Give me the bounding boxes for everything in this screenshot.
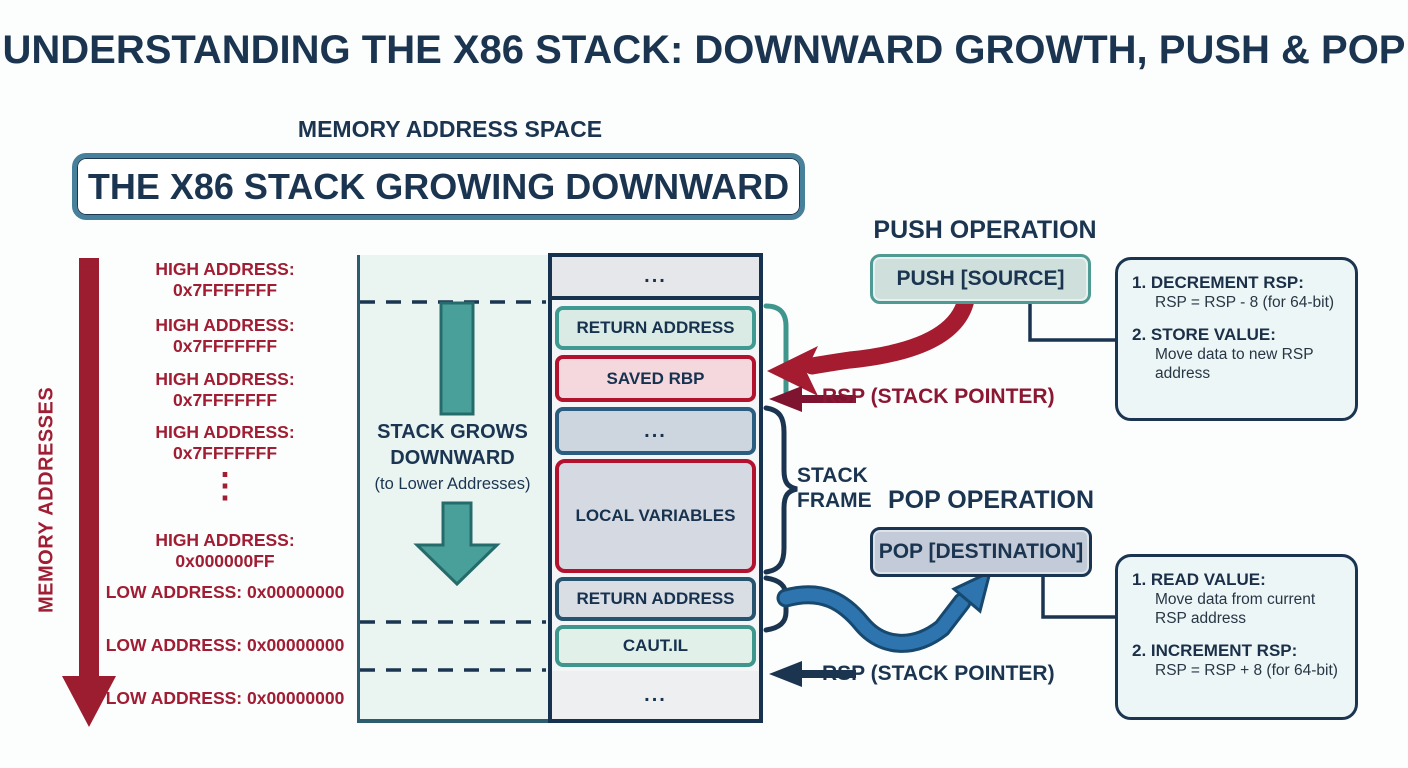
address-label: HIGH ADDRESS: 0x7FFFFFFF	[155, 369, 295, 410]
stack-cell-return-address-caller: RETURN ADDRESS	[555, 306, 756, 350]
stack-grows-line2: DOWNWARD	[390, 447, 515, 469]
push-step-2-body: Move data to new RSP address	[1155, 346, 1314, 382]
rsp-stack-pointer-label-push: RSP (STACK POINTER)	[822, 385, 1055, 408]
stack-cell-ellipsis-mid: ...	[555, 407, 756, 455]
push-step-2-head: 2. STORE VALUE:	[1132, 325, 1276, 344]
stack-cell-ellipsis-top: ...	[552, 257, 759, 300]
address-label: HIGH ADDRESS: 0x7FFFFFFF	[155, 422, 295, 463]
push-step-1-body: RSP = RSP - 8 (for 64-bit)	[1155, 294, 1335, 311]
address-label: HIGH ADDRESS: 0x000000FF	[155, 530, 295, 571]
push-info-connector	[1028, 304, 1117, 342]
stack-frame-brace	[763, 405, 798, 575]
pop-destination-box: POP [DESTINATION]	[870, 527, 1092, 577]
address-ellipsis: ⋮	[208, 467, 242, 505]
push-source-box: PUSH [SOURCE]	[870, 254, 1091, 304]
push-arrow-icon	[767, 291, 975, 396]
stack-growing-downward-box: THE X86 STACK GROWING DOWNWARD	[72, 153, 805, 220]
push-step-1: 1. DECREMENT RSP: RSP = RSP - 8 (for 64-…	[1132, 273, 1345, 312]
rsp-stack-pointer-label-pop: RSP (STACK POINTER)	[822, 662, 1055, 685]
stack-grows-line3: (to Lower Addresses)	[374, 475, 531, 493]
pop-step-1-body: Move data from current RSP address	[1155, 591, 1316, 627]
push-steps-box: 1. DECREMENT RSP: RSP = RSP - 8 (for 64-…	[1115, 257, 1358, 421]
stack-frame-line2: FRAME	[797, 489, 872, 512]
memory-address-space-heading: MEMORY ADDRESS SPACE	[297, 116, 603, 142]
address-label: HIGH ADDRESS: 0x7FFFFFFF	[155, 259, 295, 300]
pop-arrow-icon	[776, 569, 993, 653]
stack-cell-caution: CAUT.IL	[555, 625, 756, 667]
pop-step-2-head: 2. INCREMENT RSP:	[1132, 641, 1298, 660]
address-label: LOW ADDRESS: 0x00000000	[105, 688, 345, 708]
pop-operation-heading: POP OPERATION	[887, 486, 1095, 514]
page-title: UNDERSTANDING THE X86 STACK: DOWNWARD GR…	[2, 28, 1406, 72]
address-label: LOW ADDRESS: 0x00000000	[105, 635, 345, 655]
push-step-2: 2. STORE VALUE: Move data to new RSP add…	[1132, 325, 1345, 383]
stack-cell-ellipsis-bottom: ...	[552, 671, 759, 719]
pop-step-1: 1. READ VALUE: Move data from current RS…	[1132, 570, 1345, 628]
stack-frame-label: STACK FRAME	[797, 463, 872, 513]
memory-addresses-axis-label: MEMORY ADDRESSES	[35, 386, 58, 614]
pop-source-bracket	[763, 575, 789, 633]
pop-step-1-head: 1. READ VALUE:	[1132, 570, 1266, 589]
stack-frame-line1: STACK	[797, 464, 868, 487]
push-step-1-head: 1. DECREMENT RSP:	[1132, 273, 1304, 292]
stack-growing-downward-title: THE X86 STACK GROWING DOWNWARD	[87, 165, 790, 207]
push-operation-heading: PUSH OPERATION	[873, 216, 1097, 244]
pop-step-2-body: RSP = RSP + 8 (for 64-bit)	[1155, 662, 1338, 679]
address-label: LOW ADDRESS: 0x00000000	[105, 582, 345, 602]
pop-info-connector	[1041, 577, 1117, 619]
stack-cell-saved-rbp: SAVED RBP	[555, 355, 756, 402]
stack-cell-local-variables: LOCAL VARIABLES	[555, 459, 756, 573]
push-target-bracket	[763, 303, 789, 395]
stack-grows-line1: STACK GROWS	[377, 421, 528, 443]
pop-steps-box: 1. READ VALUE: Move data from current RS…	[1115, 554, 1358, 720]
stack-cell-return-address: RETURN ADDRESS	[555, 577, 756, 621]
pop-step-2: 2. INCREMENT RSP: RSP = RSP + 8 (for 64-…	[1132, 641, 1345, 680]
address-label: HIGH ADDRESS: 0x7FFFFFFF	[155, 315, 295, 356]
